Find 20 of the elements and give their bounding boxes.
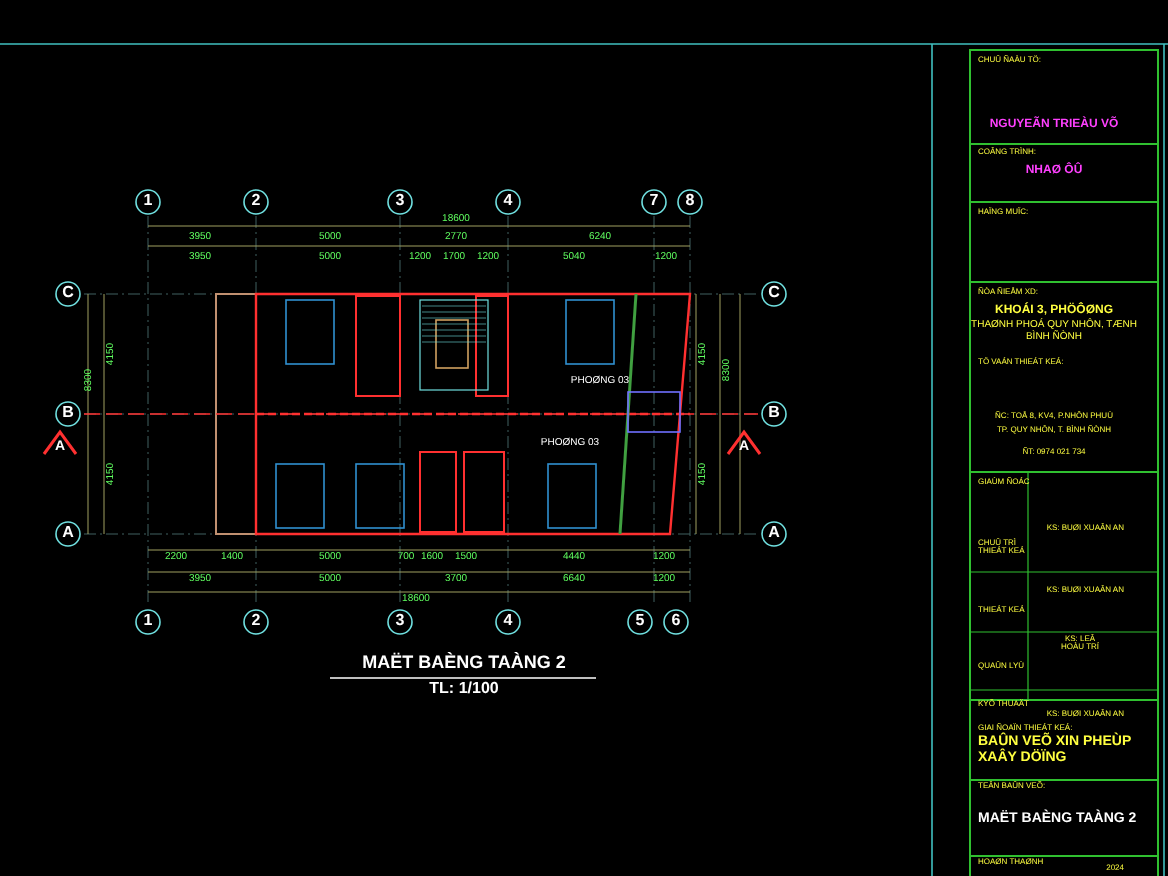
grid-label: 6 [671,613,681,631]
grid-label: 7 [649,193,659,211]
grid-label: 4 [503,613,513,631]
grid-label: 3 [395,193,405,211]
grid-label: A [768,525,780,543]
scale-note: TL: 1/100 [429,681,499,699]
grid-label: 2 [251,193,261,211]
grid-label: 2 [251,613,261,631]
grid-label: B [768,405,780,423]
grid-label: 5 [635,613,645,631]
grid-label: C [768,285,780,303]
drawing-title: MAËT BAÈNG TAÀNG 2 [362,654,566,674]
grid-label: 4 [503,193,513,211]
grid-label: 8 [685,193,695,211]
grid-label: 3 [395,613,405,631]
grid-label: 1 [143,193,153,211]
grid-label: C [62,285,74,303]
grid-label: A [62,525,74,543]
grid-label: B [62,405,74,423]
grid-label: 1 [143,613,153,631]
